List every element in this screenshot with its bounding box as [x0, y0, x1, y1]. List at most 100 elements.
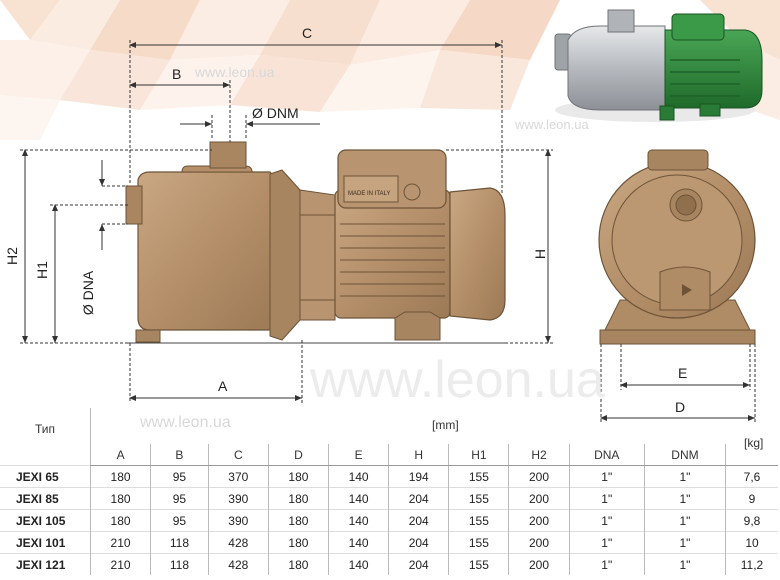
table-cell: 11,2 [725, 553, 778, 575]
model-name: JEXI 85 [0, 487, 91, 510]
table-cell: 155 [448, 553, 509, 575]
table-cell: 1" [568, 509, 645, 532]
column-header: C [207, 444, 269, 466]
watermark: www.leon.ua [310, 351, 605, 409]
table-cell: 1" [568, 487, 645, 510]
model-name: JEXI 65 [0, 465, 91, 488]
table-cell: 118 [150, 553, 209, 575]
table-cell: 200 [508, 553, 570, 575]
watermark: www.leon.ua [140, 414, 231, 431]
column-header: H1 [448, 444, 509, 466]
model-name: JEXI 101 [0, 531, 91, 554]
dim-label-h2: H2 [4, 247, 20, 265]
side-view: MADE IN ITALY [125, 141, 506, 344]
dim-label-dnm: Ø DNM [252, 105, 299, 121]
table-cell: 180 [267, 465, 329, 488]
table-cell: 200 [508, 509, 570, 532]
table-cell: 204 [388, 531, 449, 554]
table-header-row: A B C D E H H1 H2 DNA DNM [0, 444, 778, 466]
table-cell: 155 [448, 509, 509, 532]
dim-label-d: D [675, 399, 686, 415]
table-cell: 180 [267, 509, 329, 532]
model-name: JEXI 121 [0, 553, 91, 575]
table-cell: 390 [207, 487, 269, 510]
table-cell: 140 [328, 487, 389, 510]
dim-label-a: A [218, 378, 228, 394]
table-cell: 1" [643, 509, 726, 532]
table-cell: 140 [328, 553, 389, 575]
table-cell: 155 [448, 531, 509, 554]
table-cell: 155 [448, 487, 509, 510]
table-cell: 10 [725, 531, 778, 554]
table-cell: 180 [267, 553, 329, 575]
model-name: JEXI 105 [0, 509, 91, 532]
dim-label-e: E [678, 365, 688, 381]
table-cell: 210 [89, 531, 151, 554]
table-cell: 7,6 [725, 465, 778, 488]
table-cell: 95 [150, 487, 209, 510]
column-header: E [328, 444, 389, 466]
dim-label-dna: Ø DNA [80, 270, 96, 316]
table-cell: 118 [150, 531, 209, 554]
column-header: A [89, 444, 151, 466]
table-cell: 95 [150, 509, 209, 532]
column-header [725, 444, 778, 466]
table-cell: 204 [388, 553, 449, 575]
dimension-lines [20, 40, 553, 403]
front-view [598, 149, 756, 345]
table-cell: 1" [643, 487, 726, 510]
table-cell: 200 [508, 531, 570, 554]
table-cell: 140 [328, 465, 389, 488]
table-cell: 194 [388, 465, 449, 488]
watermark: www.leon.ua [195, 64, 275, 80]
table-cell: 180 [267, 531, 329, 554]
front-dimension-lines [600, 344, 756, 423]
table-cell: 200 [508, 465, 570, 488]
table-cell: 210 [89, 553, 151, 575]
table-cell: 180 [267, 487, 329, 510]
table-cell: 140 [328, 509, 389, 532]
table-cell: 180 [89, 487, 151, 510]
column-header: D [267, 444, 329, 466]
table-cell: 9 [725, 487, 778, 510]
pump-photo [554, 9, 763, 122]
dim-label-b: B [172, 66, 182, 82]
table-cell: 95 [150, 465, 209, 488]
table-cell: 204 [388, 509, 449, 532]
table-cell: 200 [508, 487, 570, 510]
dim-label-h1: H1 [34, 261, 50, 279]
watermark: www.leon.ua [515, 117, 589, 132]
table-cell: 390 [207, 509, 269, 532]
table-cell: 204 [388, 487, 449, 510]
column-header: DNA [568, 444, 645, 466]
table-cell: 140 [328, 531, 389, 554]
table-cell: 155 [448, 465, 509, 488]
table-cell: 1" [643, 531, 726, 554]
table-cell: 9,8 [725, 509, 778, 532]
table-cell: 1" [643, 465, 726, 488]
table-cell: 370 [207, 465, 269, 488]
nameplate-text: MADE IN ITALY [348, 191, 390, 197]
column-header: H [388, 444, 449, 466]
table-cell: 180 [89, 465, 151, 488]
table-cell: 428 [207, 553, 269, 575]
table-cell: 180 [89, 509, 151, 532]
column-header: H2 [508, 444, 570, 466]
table-cell: 1" [568, 553, 645, 575]
column-header: B [150, 444, 209, 466]
table-cell: 428 [207, 531, 269, 554]
dim-label-h: H [532, 248, 548, 260]
table-cell: 1" [568, 531, 645, 554]
dim-label-c: C [302, 25, 313, 41]
type-header: Тип [35, 422, 56, 436]
unit-mm-label: [mm] [432, 418, 459, 432]
table-cell: 1" [643, 553, 726, 575]
column-header: DNM [643, 444, 726, 466]
